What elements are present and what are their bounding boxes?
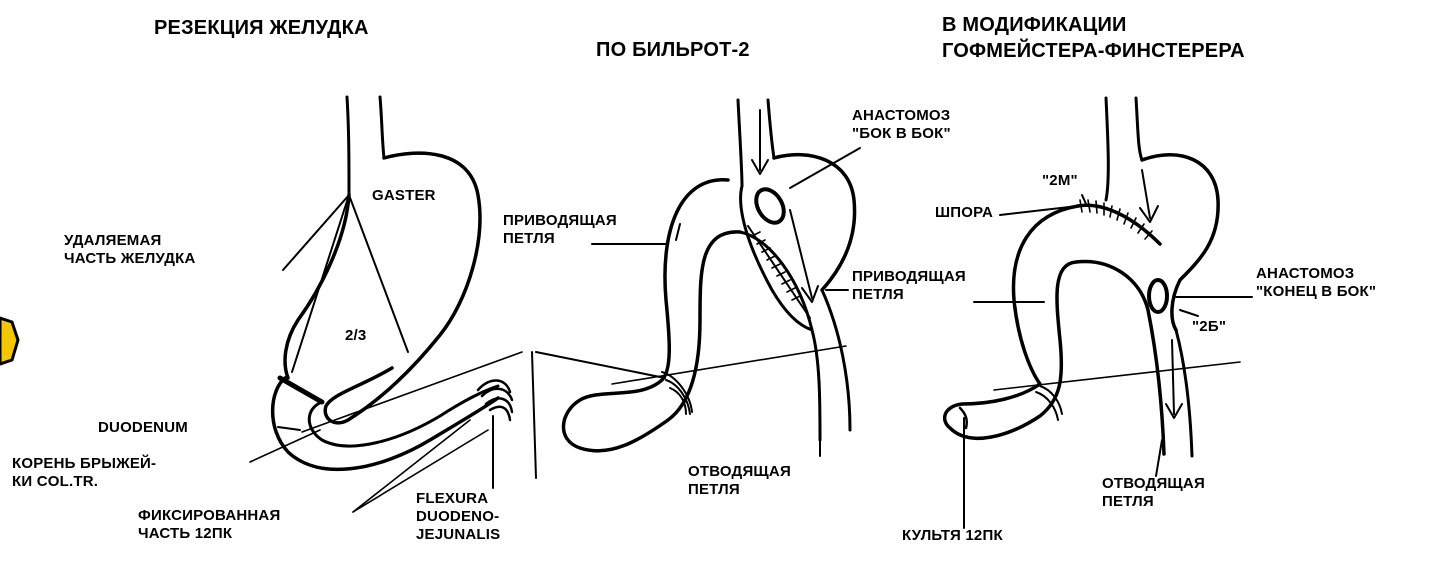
slide-marker-icon: [0, 318, 18, 364]
title-resection: РЕЗЕКЦИЯ ЖЕЛУДКА: [154, 15, 369, 41]
label-efferent-loop-right: ОТВОДЯЩАЯ ПЕТЛЯ: [1102, 475, 1205, 511]
label-fraction: 2/3: [345, 327, 366, 345]
title-modification: В МОДИФИКАЦИИ ГОФМЕЙСТЕРА-ФИНСТЕРЕРА: [942, 12, 1245, 64]
label-anastomosis-end-to-side: АНАСТОМОЗ "КОНЕЦ В БОК": [1256, 265, 1376, 301]
label-2b: "2Б": [1192, 318, 1226, 336]
left-pylorus-cut: [280, 378, 322, 402]
label-afferent-loop-lower: ПРИВОДЯЩАЯ ПЕТЛЯ: [852, 268, 966, 304]
left-stomach-drawing: [250, 97, 522, 512]
left-esophagus-right: [380, 97, 384, 158]
label-afferent-loop-upper: ПРИВОДЯЩАЯ ПЕТЛЯ: [503, 212, 617, 248]
label-duodenum: DUODENUM: [98, 419, 188, 437]
label-efferent-loop-middle: ОТВОДЯЩАЯ ПЕТЛЯ: [688, 463, 791, 499]
left-esophagus: [347, 97, 349, 195]
label-fixed-part: ФИКСИРОВАННАЯ ЧАСТЬ 12ПК: [138, 507, 280, 543]
label-flexura: FLEXURA DUODENO- JEJUNALIS: [416, 490, 500, 544]
label-gaster: GASTER: [372, 187, 436, 205]
label-spur: ШПОРА: [935, 204, 993, 222]
label-duodenal-stump: КУЛЬТЯ 12ПК: [902, 527, 1003, 545]
label-2m: "2М": [1042, 172, 1078, 190]
label-anastomosis-side-to-side: АНАСТОМОЗ "БОК В БОК": [852, 107, 951, 143]
title-billroth: ПО БИЛЬРОТ-2: [596, 37, 750, 63]
label-mesocolon-root: КОРЕНЬ БРЫЖЕЙ- КИ COL.TR.: [12, 455, 156, 491]
middle-anastomosis-drawing: [563, 100, 860, 456]
right-anastomosis-drawing: [945, 98, 1252, 528]
label-removed-part: УДАЛЯЕМАЯ ЧАСТЬ ЖЕЛУДКА: [64, 232, 196, 268]
panel-bridge-line: [532, 352, 536, 478]
